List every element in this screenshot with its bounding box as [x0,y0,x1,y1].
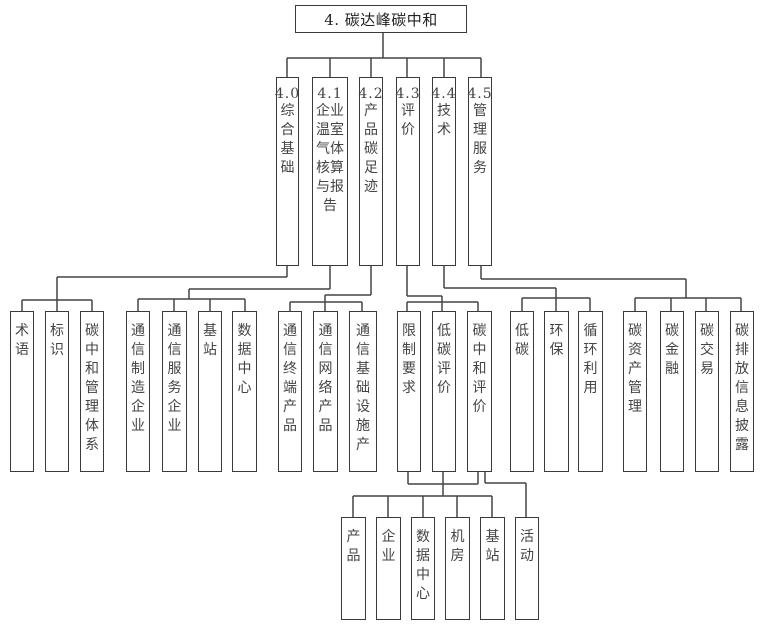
node-eval-machine-room: 机房 [445,517,470,620]
node-label: 碳资产管理 [628,323,642,415]
node-data-center: 数据中心 [232,311,257,472]
node-label: 标识 [50,323,64,358]
node-limit-requirements: 限制要求 [397,311,421,472]
node-4-4: 4.4 技术 [431,77,457,266]
node-eval-activity: 活动 [515,517,539,620]
node-4-3: 4.3 评价 [395,77,421,266]
node-label: 产品碳足迹 [364,103,378,195]
node-carbon-neutral-evaluation: 碳中和评价 [467,311,492,472]
node-carbon-neutral-mgmt-system: 碳中和管理体系 [80,311,104,472]
node-telecom-manufacturing: 通信制造企业 [126,311,150,472]
node-carbon-disclosure: 碳排放信息披露 [730,311,754,472]
node-label: 循环利用 [583,323,598,396]
node-label: 评价 [401,103,415,138]
node-label: 数据中心 [416,529,430,602]
node-environmental: 环保 [544,311,569,472]
node-recycling: 循环利用 [578,311,603,472]
node-label: 低碳评价 [437,323,451,396]
node-4-1: 4.1 企业温室气体核算与报告 [312,77,348,266]
node-carbon-finance: 碳金融 [660,311,684,472]
node-4-2: 4.2 产品碳足迹 [358,77,384,266]
node-label: 环保 [549,323,564,358]
node-label: 基站 [485,529,500,564]
root-label: 4. 碳达峰碳中和 [324,10,438,29]
node-label-mark: 标识 [45,311,69,472]
node-4-0: 4.0 综合基础 [274,77,301,266]
node-eval-product: 产品 [341,517,366,620]
node-carbon-asset-mgmt: 碳资产管理 [623,311,647,472]
node-label: 术语 [15,323,29,358]
node-label: 机房 [450,529,465,564]
node-label: 通信服务企业 [167,323,182,434]
node-label: 企业温室气体核算与报告 [316,103,344,214]
node-eval-enterprise: 企业 [376,517,401,620]
node-label: 碳交易 [700,323,714,377]
node-label: 碳排放信息披露 [735,323,749,453]
node-label: 产品 [346,529,361,564]
node-code: 4.2 [358,86,384,102]
node-label: 技术 [437,103,451,138]
node-label: 企业 [381,529,396,564]
root-node: 4. 碳达峰碳中和 [295,5,467,33]
node-label: 管理服务 [473,103,487,176]
node-eval-data-center: 数据中心 [411,517,435,620]
node-label: 综合基础 [280,103,295,176]
node-network-products: 通信网络产品 [313,311,338,472]
node-label: 碳中和评价 [472,323,487,415]
node-label: 限制要求 [402,323,416,396]
node-label: 活动 [520,529,534,564]
node-low-carbon-evaluation: 低碳评价 [432,311,456,472]
node-base-station: 基站 [198,311,222,472]
node-code: 4.5 [467,86,493,102]
node-telecom-service: 通信服务企业 [162,311,187,472]
node-label: 数据中心 [237,323,252,396]
node-label: 低碳 [515,323,529,358]
node-terminal-products: 通信终端产品 [278,311,302,472]
node-code: 4.4 [431,86,457,102]
node-low-carbon: 低碳 [510,311,534,472]
node-code: 4.3 [395,86,421,102]
node-code: 4.1 [317,86,343,102]
node-label: 通信基础设施产 [356,323,370,453]
node-carbon-trading: 碳交易 [695,311,719,472]
node-label: 碳中和管理体系 [85,323,99,453]
node-terminology: 术语 [10,311,34,472]
node-4-5: 4.5 管理服务 [467,77,493,266]
node-label: 通信终端产品 [283,323,297,434]
node-eval-base-station: 基站 [480,517,505,620]
node-label: 通信制造企业 [131,323,145,434]
node-label: 碳金融 [665,323,679,377]
node-code: 4.0 [274,86,301,102]
node-label: 基站 [203,323,217,358]
node-label: 通信网络产品 [318,323,333,434]
node-infrastructure-products: 通信基础设施产 [349,311,377,472]
